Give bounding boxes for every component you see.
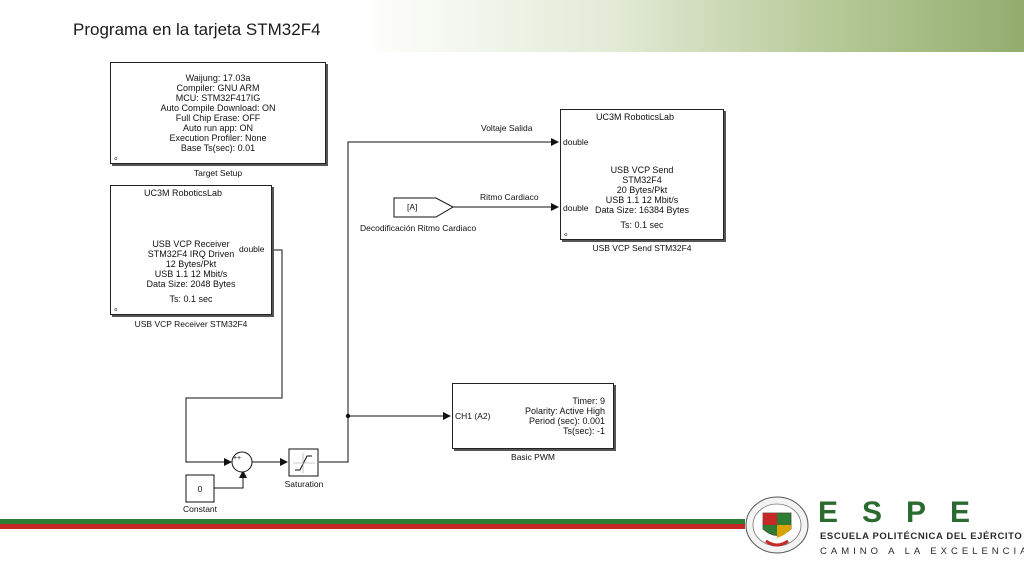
receiver-line: USB VCP Receiver [152,239,230,249]
pwm-line: Timer: 9 [572,396,605,406]
espe-wordmark: ESPE [818,496,995,529]
target-setup-line: Full Chip Erase: OFF [175,113,261,123]
receiver-ts: Ts: 0.1 sec [169,294,213,304]
pwm-caption: Basic PWM [511,452,555,462]
sender-port-in2: double [563,203,589,213]
target-setup-line: MCU: STM32F417IG [175,93,261,103]
pwm-port: CH1 (A2) [455,411,491,421]
from-tag-shape [393,197,455,218]
signal-label-voltaje: Voltaje Salida [481,123,533,133]
target-setup-line: Base Ts(sec): 0.01 [180,143,256,153]
saturation-caption: Saturation [284,479,324,489]
constant-value: 0 [197,484,203,494]
pwm-line: Ts(sec): -1 [562,426,605,436]
target-setup-block[interactable] [110,62,326,164]
usb-receiver-block[interactable] [110,185,272,315]
receiver-line: Data Size: 2048 Bytes [146,279,236,289]
receiver-line: USB 1.1 12 Mbit/s [154,269,228,279]
sender-header: UC3M RoboticsLab [595,112,675,122]
from-tag-text[interactable]: [A] [407,202,418,212]
sender-line: Data Size: 16384 Bytes [594,205,690,215]
pwm-line: Polarity: Active High [524,406,605,416]
constant-caption: Constant [182,504,218,514]
target-setup-line: Waijung: 17.03a [185,73,251,83]
sum-signs: + + [233,455,241,462]
receiver-header: UC3M RoboticsLab [143,188,223,198]
target-setup-line: Auto run app: ON [182,123,254,133]
basic-pwm-block[interactable] [452,383,614,449]
target-setup-line: Compiler: GNU ARM [176,83,260,93]
header-band [0,0,1024,52]
footer-stripe-green [0,519,745,524]
espe-emblem-icon [745,496,809,554]
constant-block [185,474,215,503]
link-icon: ∘ [563,229,569,239]
sender-ts: Ts: 0.1 sec [620,220,664,230]
receiver-line: 12 Bytes/Pkt [165,259,217,269]
target-setup-caption: Target Setup [193,168,243,178]
receiver-caption: USB VCP Receiver STM32F4 [134,319,248,329]
receiver-line: STM32F4 IRQ Driven [147,249,235,259]
pwm-line: Period (sec): 0.001 [528,416,605,426]
espe-motto: CAMINO A LA EXCELENCIA [820,546,1024,557]
target-setup-line: Execution Profiler: None [169,133,267,143]
signal-label-ritmo: Ritmo Cardiaco [480,192,539,202]
sender-line: USB 1.1 12 Mbit/s [605,195,679,205]
target-setup-line: Auto Compile Download: ON [160,103,276,113]
espe-subtitle: ESCUELA POLITÉCNICA DEL EJÉRCITO [820,531,1023,542]
sender-line: STM32F4 [622,175,662,185]
usb-send-block[interactable] [560,109,724,240]
link-icon: ∘ [113,304,119,314]
sender-line: 20 Bytes/Pkt [616,185,668,195]
sender-port-in1: double [563,137,589,147]
sender-line: USB VCP Send [610,165,674,175]
sender-caption: USB VCP Send STM32F4 [592,243,692,253]
link-icon: ∘ [113,153,119,163]
footer-stripe-red [0,524,745,529]
slide-title: Programa en la tarjeta STM32F4 [73,20,321,39]
receiver-port-out: double [239,244,265,254]
sum-block [231,451,253,473]
from-tag-caption: Decodificación Ritmo Cardiaco [360,223,477,233]
